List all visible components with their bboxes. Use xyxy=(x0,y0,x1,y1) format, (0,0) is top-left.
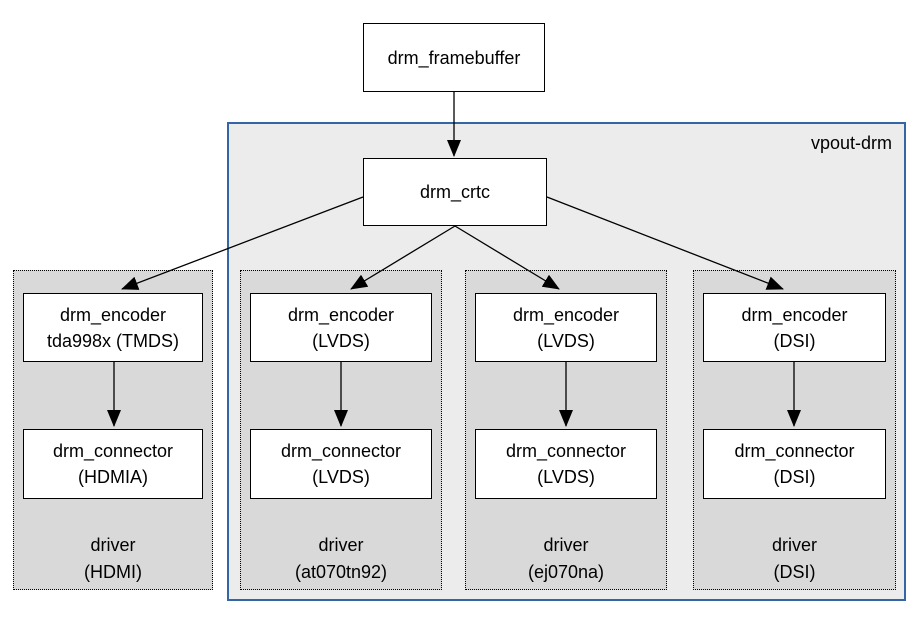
caption-line1: driver xyxy=(90,535,136,555)
node-label-line1: drm_encoder xyxy=(512,304,620,325)
group-driver-at070tn92: drm_encoder (LVDS) drm_connector (LVDS) … xyxy=(240,270,442,590)
node-label-line1: drm_encoder xyxy=(287,304,395,325)
group-caption-hdmi: driver (HDMI) xyxy=(14,532,212,586)
node-label-line2: (LVDS) xyxy=(312,467,370,487)
container-label: vpout-drm xyxy=(810,133,892,153)
node-drm-connector-lvds-1: drm_connector (LVDS) xyxy=(250,429,432,499)
node-label-line2: (LVDS) xyxy=(537,467,595,487)
caption-line1: driver xyxy=(543,535,589,555)
node-drm-connector-lvds-2: drm_connector (LVDS) xyxy=(475,429,657,499)
node-drm-encoder-lvds-2: drm_encoder (LVDS) xyxy=(475,293,657,362)
caption-line2: (DSI) xyxy=(773,562,816,582)
node-label-line1: drm_connector xyxy=(505,441,627,461)
node-label-line1: drm_encoder xyxy=(59,304,167,325)
group-driver-ej070na: drm_encoder (LVDS) drm_connector (LVDS) … xyxy=(465,270,667,590)
node-label-line2: (DSI) xyxy=(773,467,816,487)
node-label-line2: (HDMIA) xyxy=(78,467,148,487)
group-caption-dsi: driver (DSI) xyxy=(694,532,895,586)
node-label-line2: (LVDS) xyxy=(312,330,370,351)
caption-line1: driver xyxy=(771,535,817,555)
caption-line2: (ej070na) xyxy=(527,562,605,582)
node-label-line1: drm_connector xyxy=(734,441,855,461)
node-drm-connector-hdmia: drm_connector (HDMIA) xyxy=(23,429,203,499)
node-label: drm_framebuffer xyxy=(387,47,521,68)
node-drm-crtc: drm_crtc xyxy=(363,158,547,226)
node-drm-framebuffer: drm_framebuffer xyxy=(363,23,545,92)
caption-line2: (HDMI) xyxy=(84,562,142,582)
caption-line1: driver xyxy=(318,535,364,555)
group-driver-hdmi: drm_encoder tda998x (TMDS) drm_connector… xyxy=(13,270,213,590)
node-label: drm_crtc xyxy=(419,182,490,202)
node-label-line2: (LVDS) xyxy=(537,330,595,351)
node-label-line1: drm_connector xyxy=(280,441,402,461)
group-caption-at070tn92: driver (at070tn92) xyxy=(241,532,441,586)
node-label-line1: drm_connector xyxy=(52,441,174,461)
group-driver-dsi: drm_encoder (DSI) drm_connector (DSI) dr… xyxy=(693,270,896,590)
node-drm-encoder-dsi: drm_encoder (DSI) xyxy=(703,293,886,362)
node-drm-encoder-tmds: drm_encoder tda998x (TMDS) xyxy=(23,293,203,362)
group-caption-ej070na: driver (ej070na) xyxy=(466,532,666,586)
node-drm-connector-dsi: drm_connector (DSI) xyxy=(703,429,886,499)
caption-line2: (at070tn92) xyxy=(294,562,388,582)
node-label-line2: (DSI) xyxy=(773,330,816,351)
node-drm-encoder-lvds-1: drm_encoder (LVDS) xyxy=(250,293,432,362)
node-label-line2: tda998x (TMDS) xyxy=(46,330,180,351)
node-label-line1: drm_encoder xyxy=(741,304,848,325)
